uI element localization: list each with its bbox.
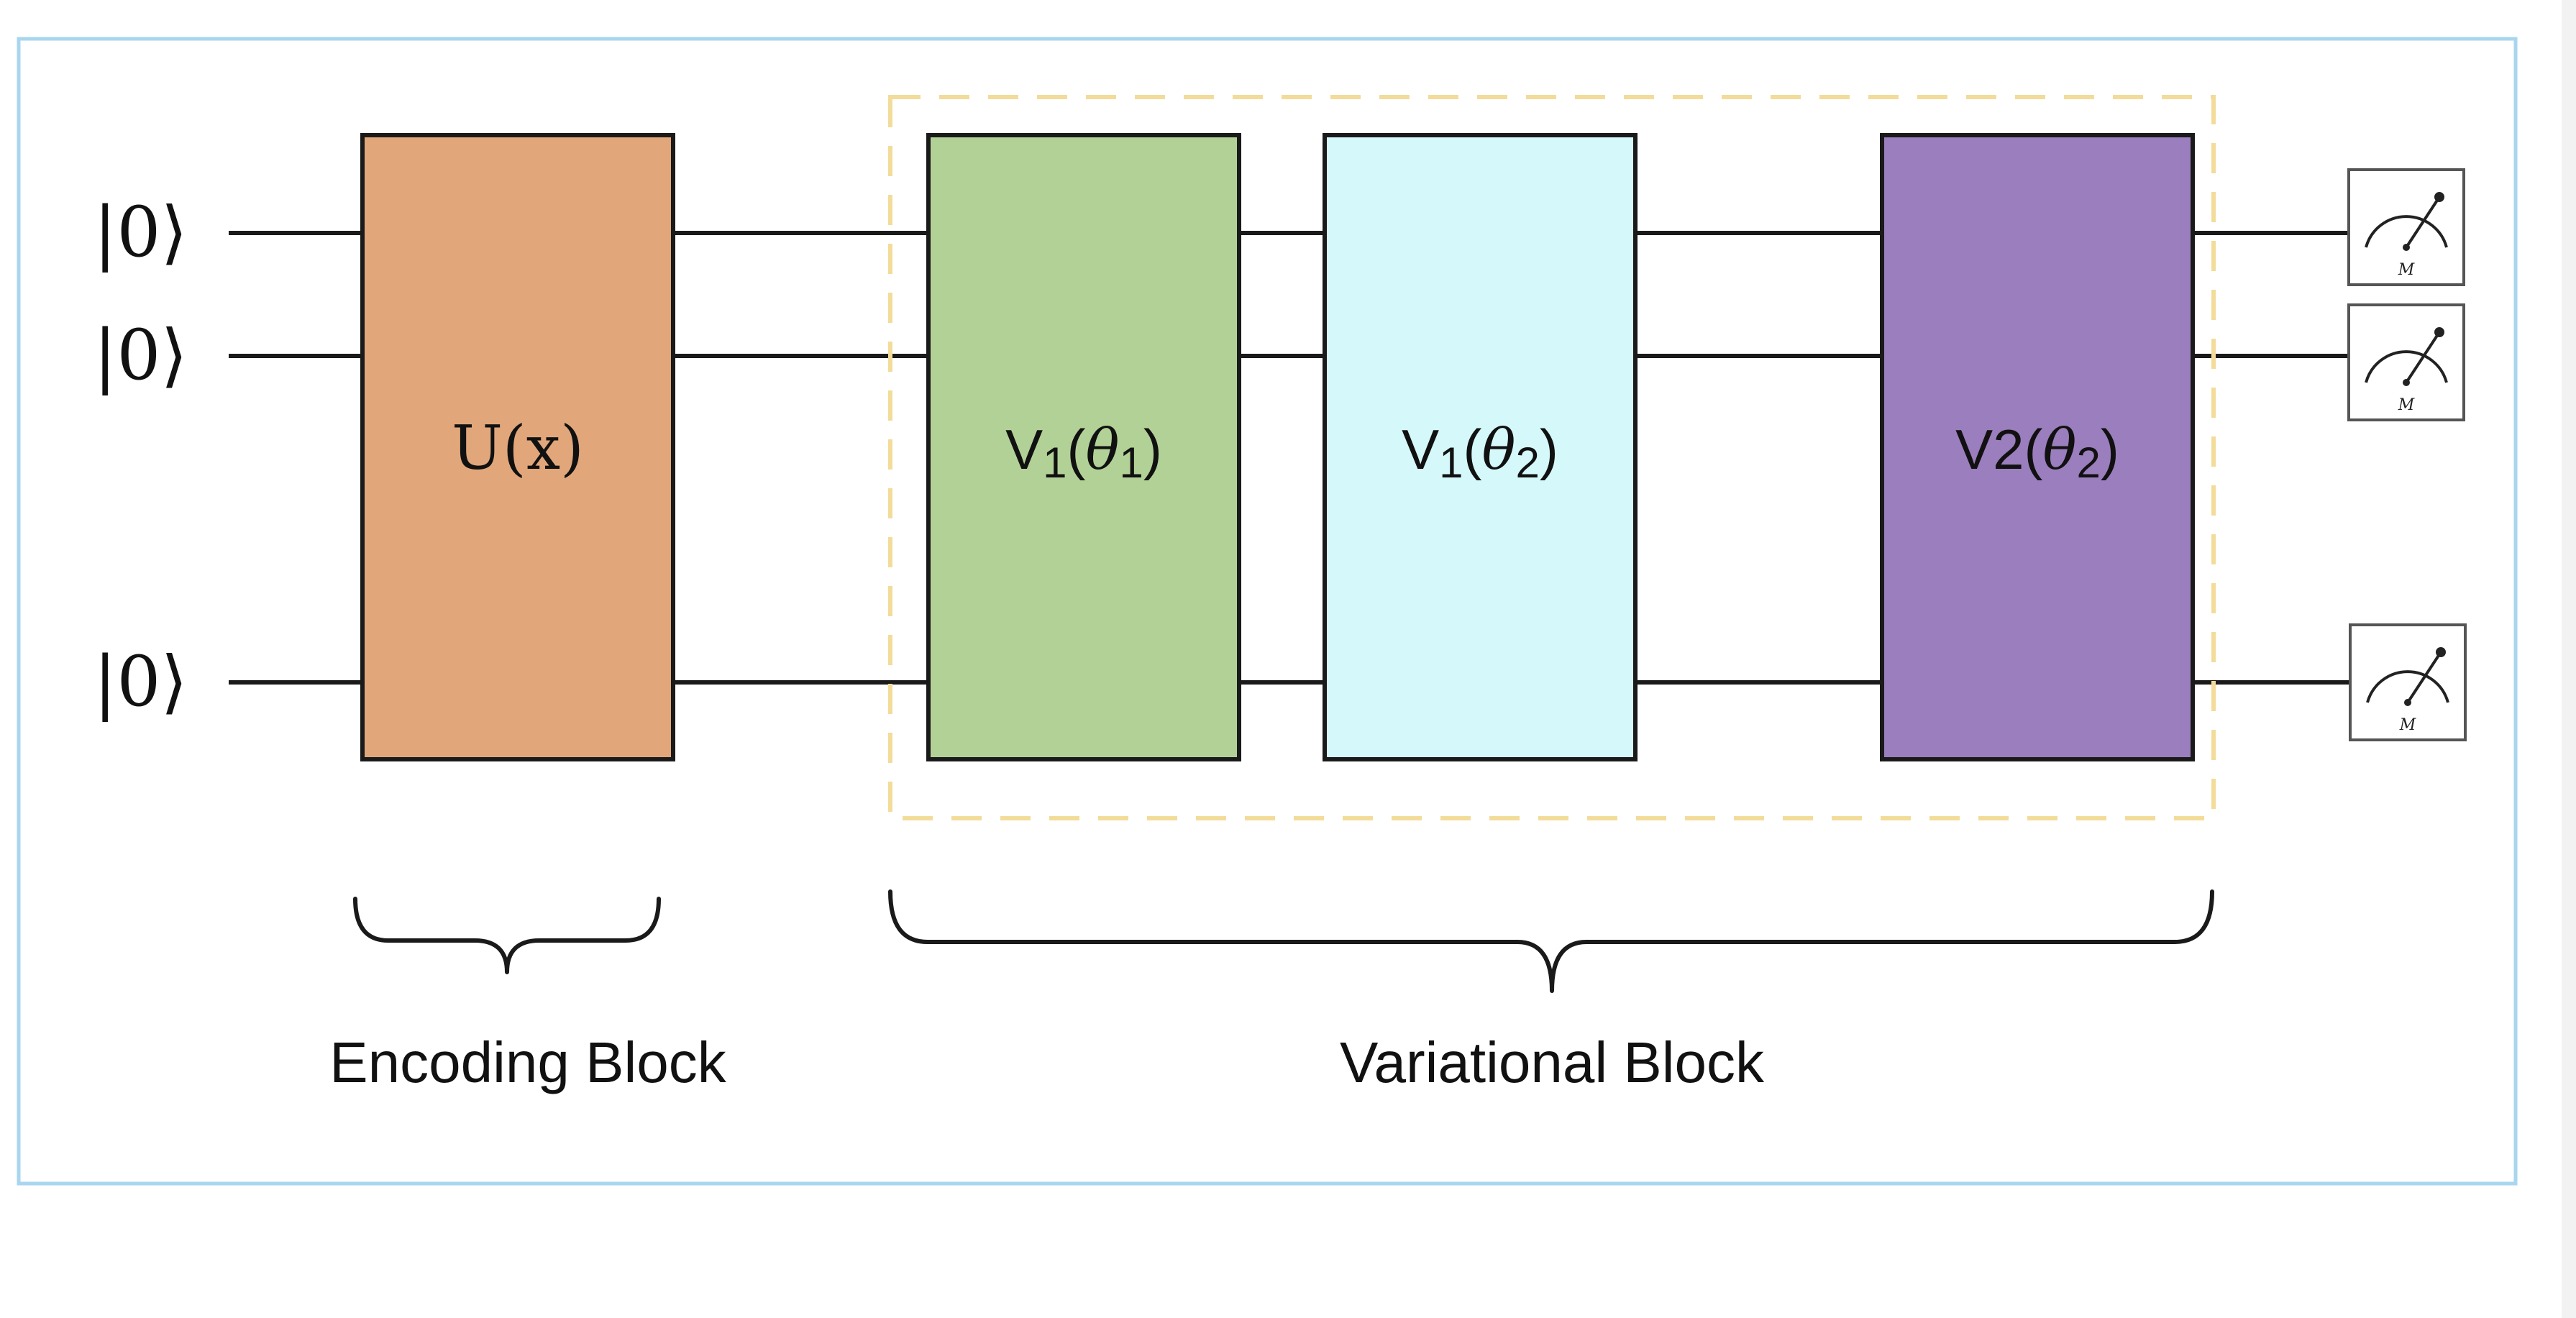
meter-symbol: M [2398,396,2415,414]
meter-pivot [2403,379,2410,386]
meter-icon [2366,670,2449,703]
meter-tip [2434,192,2444,202]
meter-needle-icon [2405,196,2441,249]
variational-gate-v2-theta2 [1880,133,2195,761]
meter-connectors [2193,231,2350,685]
meter-symbol: M [2398,261,2415,279]
variational-gate-v2-theta2-label: V2(θ2) [1955,418,2119,487]
measurement-meter-3: M [2349,623,2467,741]
meter-box [2347,168,2465,286]
qubit-labels: |0⟩ |0⟩ |0⟩ [93,192,188,722]
encoding-block-brace [353,897,661,974]
meter-box [2347,303,2465,421]
variational-block-outline [888,95,2216,820]
meter-pivot [2403,244,2410,251]
encoding-gate-label: U(x) [452,413,584,483]
variational-block-brace [888,889,2214,993]
variational-gate-v1-theta1-label: V1(θ1) [1005,418,1162,487]
measurement-meter-1: M [2347,168,2465,286]
variational-gate-v1-theta2 [1323,133,1638,761]
qubit-label-1: |0⟩ [93,192,188,273]
encoding-block-label: Encoding Block [329,1030,726,1094]
encoding-gate [360,133,675,761]
meter-symbol: M [2399,716,2416,734]
variational-block-label: Variational Block [1340,1030,1765,1094]
scrollbar-track[interactable] [2562,0,2576,1318]
meter-tip [2434,327,2444,337]
meter-icon [2365,350,2448,383]
variational-gate-v1-theta2-label: V1(θ2) [1402,418,1558,487]
meter-tip [2436,647,2446,657]
meter-icon [2365,215,2448,248]
variational-gate-v1-theta1 [926,133,1241,761]
qubit-label-3: |0⟩ [93,641,188,722]
meter-box [2349,623,2467,741]
meter-pivot [2404,699,2411,706]
qubit-label-2: |0⟩ [93,315,188,395]
measurement-meter-2: M [2347,303,2465,421]
meter-needle-icon [2406,651,2442,704]
meter-needle-icon [2405,331,2441,384]
